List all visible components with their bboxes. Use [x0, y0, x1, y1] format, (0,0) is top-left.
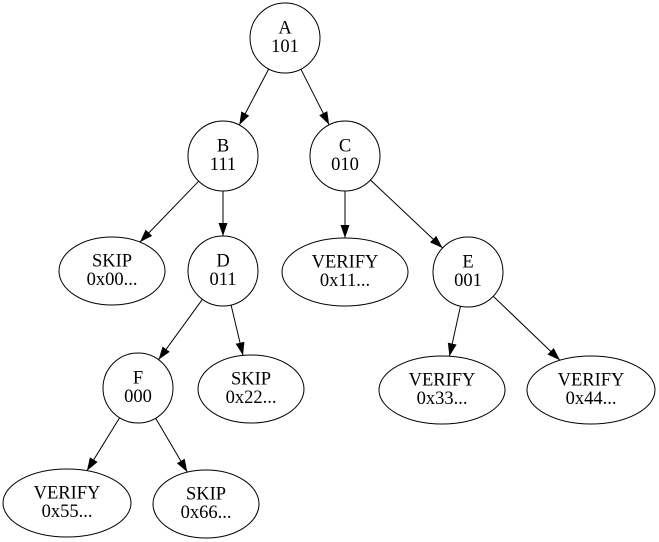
node-label-line2: 0x33...	[417, 389, 468, 409]
node-shape-circle	[432, 236, 504, 308]
node-shape-ellipse	[152, 469, 260, 539]
node-shape-ellipse	[526, 355, 656, 425]
node-label-line1: D	[216, 252, 229, 272]
edge-A-B	[238, 68, 270, 126]
node-label-line1: C	[339, 137, 351, 157]
node-label-line2: 0x55...	[42, 502, 93, 522]
node-label-line2: 101	[271, 37, 299, 57]
node-label-line2: 0x11...	[320, 271, 370, 291]
edge-A-C	[300, 68, 330, 126]
node-label-line2: 0x66...	[181, 503, 232, 523]
node-shape-circle	[187, 235, 259, 307]
node-label-line2: 0x00...	[87, 270, 138, 290]
edge-C-E	[370, 179, 443, 249]
node-shape-circle	[309, 120, 381, 192]
node-label-line1: F	[133, 369, 143, 389]
node-label-line2: 001	[454, 271, 482, 291]
node-label-line1: SKIP	[186, 485, 226, 505]
node-shape-ellipse	[2, 468, 132, 538]
node-label-line1: SKIP	[92, 252, 132, 272]
node-shape-ellipse	[58, 236, 166, 306]
node-shape-circle	[249, 2, 321, 74]
node-shape-circle	[187, 120, 259, 192]
node-label-line1: VERIFY	[409, 371, 476, 391]
node-label-line2: 000	[124, 387, 152, 407]
node-shape-ellipse	[281, 237, 409, 307]
edge-B-SKIP00	[139, 180, 200, 243]
edge-E-VERIFY33	[447, 306, 461, 357]
node-label-line2: 0x44...	[566, 389, 617, 409]
node-label-line2: 010	[331, 155, 359, 175]
node-shape-ellipse	[378, 355, 506, 425]
node-label-line1: E	[462, 253, 473, 273]
edge-F-SKIP66	[155, 417, 188, 473]
node-label-line2: 011	[209, 270, 236, 290]
edge-F-VERIFY55	[86, 417, 121, 471]
node-label-line1: A	[278, 19, 292, 39]
node-shape-ellipse	[197, 354, 305, 424]
node-label-line1: SKIP	[231, 370, 271, 390]
edge-layer	[86, 68, 561, 473]
node-shape-circle	[102, 352, 174, 424]
edge-E-VERIFY44	[492, 295, 561, 361]
node-label-line2: 0x22...	[226, 388, 277, 408]
node-label-line1: VERIFY	[558, 371, 625, 391]
node-label-line1: VERIFY	[312, 253, 379, 273]
node-label-line1: B	[217, 137, 229, 157]
edge-D-F	[158, 299, 203, 360]
edge-D-SKIP22	[230, 304, 245, 356]
node-label-line1: VERIFY	[34, 484, 101, 504]
node-label-line2: 111	[210, 155, 236, 175]
